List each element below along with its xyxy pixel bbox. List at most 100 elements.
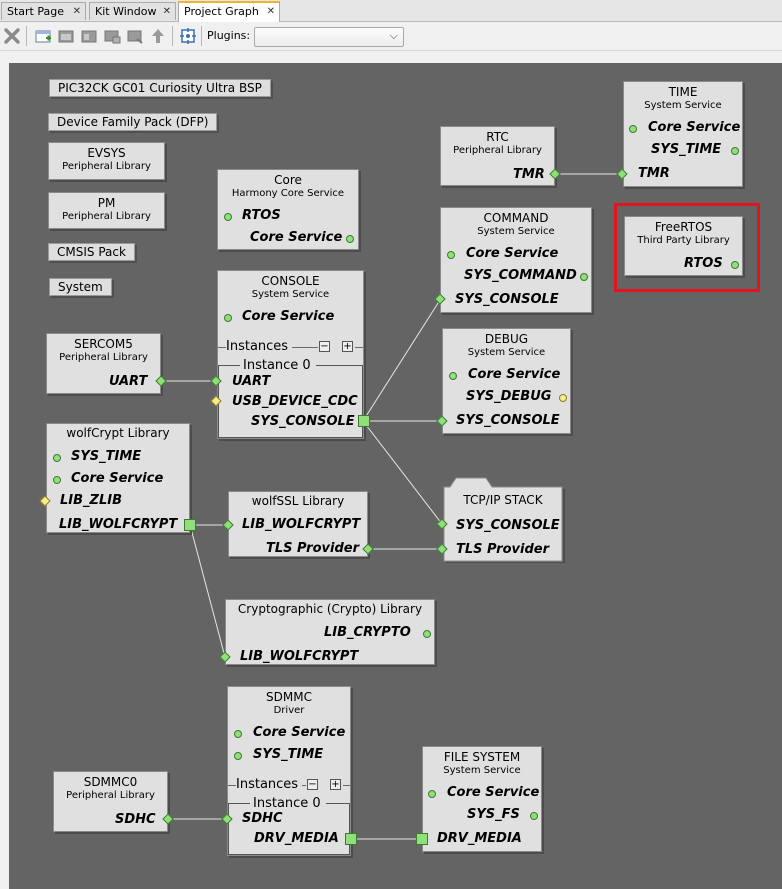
instance0-label: Instance 0 — [243, 358, 311, 373]
node-subtitle: System Service — [644, 100, 722, 111]
port-label: TMR — [513, 167, 545, 182]
add-instance-button[interactable]: + — [342, 341, 353, 352]
tag-system[interactable]: System — [49, 278, 112, 296]
port-label: LIB_ZLIB — [60, 493, 122, 508]
node-sdmmc[interactable]: SDMMC Driver Core Service SYS_TIME Insta… — [227, 686, 351, 856]
tab-project-graph[interactable]: Project Graph✕ — [178, 1, 280, 22]
node-time[interactable]: TIME System Service Core Service SYS_TIM… — [623, 81, 743, 187]
node-core[interactable]: Core Harmony Core Service RTOS Core Serv… — [217, 169, 359, 250]
port-dot[interactable] — [447, 251, 455, 259]
node-debug[interactable]: DEBUG System Service Core Service SYS_DE… — [442, 328, 571, 434]
port-label: RTOS — [242, 208, 281, 223]
node-title: PM — [97, 196, 116, 210]
divider — [228, 785, 236, 786]
close-icon[interactable]: ✕ — [162, 6, 171, 17]
port-label: Core Service — [253, 725, 346, 740]
node-pm[interactable]: PM Peripheral Library — [48, 192, 165, 229]
port-dot[interactable] — [346, 235, 354, 243]
fit-screen-icon[interactable] — [178, 26, 198, 46]
node-sercom5[interactable]: SERCOM5 Peripheral Library UART — [46, 333, 161, 394]
port-label: SDHC — [242, 811, 283, 826]
port-label: LIB_CRYPTO — [324, 625, 411, 640]
node-title: wolfCrypt Library — [66, 426, 170, 440]
close-icon[interactable]: ✕ — [266, 6, 275, 17]
port-label: LIB_WOLFCRYPT — [59, 517, 178, 532]
node-subtitle: System Service — [477, 226, 555, 237]
port-dot[interactable] — [559, 394, 567, 402]
tab-kit-window[interactable]: Kit Window✕ — [89, 2, 176, 20]
tab-bar: Start Page✕ Kit Window✕ Project Graph✕ — [0, 0, 782, 22]
tab-start-page[interactable]: Start Page✕ — [1, 2, 86, 20]
port-square[interactable] — [345, 833, 357, 845]
port-square[interactable] — [416, 833, 428, 845]
window-icon[interactable] — [102, 26, 122, 46]
node-title: SDMMC — [266, 690, 312, 704]
node-title: RTC — [486, 130, 509, 144]
port-square[interactable] — [358, 415, 370, 427]
add-instance-button[interactable]: + — [330, 779, 341, 790]
window-icon[interactable] — [125, 26, 145, 46]
port-dot[interactable] — [234, 752, 242, 760]
port-dot[interactable] — [449, 372, 457, 380]
tag-cmsis-pack[interactable]: CMSIS Pack — [48, 243, 135, 261]
tag-bsp[interactable]: PIC32CK GC01 Curiosity Ultra BSP — [49, 79, 271, 97]
port-dot[interactable] — [53, 454, 61, 462]
node-rtc[interactable]: RTC Peripheral Library TMR — [440, 126, 555, 186]
tag-dfp[interactable]: Device Family Pack (DFP) — [48, 113, 218, 131]
port-dot[interactable] — [629, 125, 637, 133]
node-subtitle: Driver — [273, 705, 305, 716]
plugins-select[interactable]: ⌵ — [254, 27, 404, 47]
port-dot[interactable] — [53, 476, 61, 484]
toolbar-separator — [172, 26, 173, 46]
node-console[interactable]: CONSOLE System Service Core Service Inst… — [217, 270, 364, 439]
port-label: SYS_DEBUG — [466, 389, 552, 404]
add-node-icon[interactable] — [33, 26, 53, 46]
port-label: Core Service — [242, 309, 335, 324]
node-wolfcrypt[interactable]: wolfCrypt Library SYS_TIME Core Service … — [46, 423, 190, 533]
close-icon[interactable]: ✕ — [72, 6, 81, 17]
node-freertos[interactable]: FreeRTOS Third Party Library RTOS — [624, 216, 743, 276]
remove-icon[interactable] — [2, 26, 22, 46]
node-wolfssl[interactable]: wolfSSL Library LIB_WOLFCRYPT TLS Provid… — [228, 491, 368, 557]
node-crypto[interactable]: Cryptographic (Crypto) Library LIB_CRYPT… — [225, 599, 435, 665]
port-dot[interactable] — [224, 314, 232, 322]
collapse-instances-button[interactable]: − — [307, 779, 318, 790]
node-command[interactable]: COMMAND System Service Core Service SYS_… — [440, 207, 592, 313]
divider — [218, 347, 226, 348]
node-subtitle: System Service — [467, 347, 546, 358]
connection-wires — [161, 173, 622, 840]
instances-label: Instances — [226, 339, 289, 354]
port-label: SYS_CONSOLE — [456, 413, 560, 428]
node-tcpip[interactable]: TCP/IP STACK SYS_CONSOLE TLS Provider — [443, 487, 563, 561]
node-sdmmc0[interactable]: SDMMC0 Peripheral Library SDHC — [53, 771, 168, 832]
project-graph-canvas[interactable]: PIC32CK GC01 Curiosity Ultra BSP Device … — [9, 63, 782, 889]
plugins-label: Plugins: — [207, 29, 251, 42]
port-label: SYS_TIME — [71, 449, 142, 464]
port-dot[interactable] — [731, 261, 739, 269]
port-label: SYS_COMMAND — [464, 268, 577, 283]
instances-label: Instances — [236, 777, 299, 792]
port-dot[interactable] — [731, 147, 739, 155]
port-dot[interactable] — [428, 790, 436, 798]
port-dot[interactable] — [224, 213, 232, 221]
node-subtitle: Peripheral Library — [62, 211, 151, 222]
port-label: DRV_MEDIA — [254, 831, 339, 846]
port-label: RTOS — [684, 256, 723, 271]
port-label: Core Service — [71, 471, 164, 486]
toolbar-separator — [26, 26, 27, 46]
port-label: Core Service — [648, 120, 741, 135]
collapse-instances-button[interactable]: − — [319, 341, 330, 352]
divider — [326, 803, 350, 804]
node-title: COMMAND — [483, 211, 549, 225]
arrow-up-icon[interactable] — [148, 26, 168, 46]
node-evsys[interactable]: EVSYS Peripheral Library — [48, 142, 165, 180]
window-icon[interactable] — [56, 26, 76, 46]
port-dot[interactable] — [423, 630, 431, 638]
port-dot[interactable] — [530, 812, 538, 820]
port-dot[interactable] — [234, 730, 242, 738]
port-square[interactable] — [184, 519, 196, 531]
window-icon[interactable] — [79, 26, 99, 46]
port-label: TMR — [638, 166, 670, 181]
node-filesystem[interactable]: FILE SYSTEM System Service Core Service … — [422, 746, 542, 852]
port-dot[interactable] — [580, 273, 588, 281]
